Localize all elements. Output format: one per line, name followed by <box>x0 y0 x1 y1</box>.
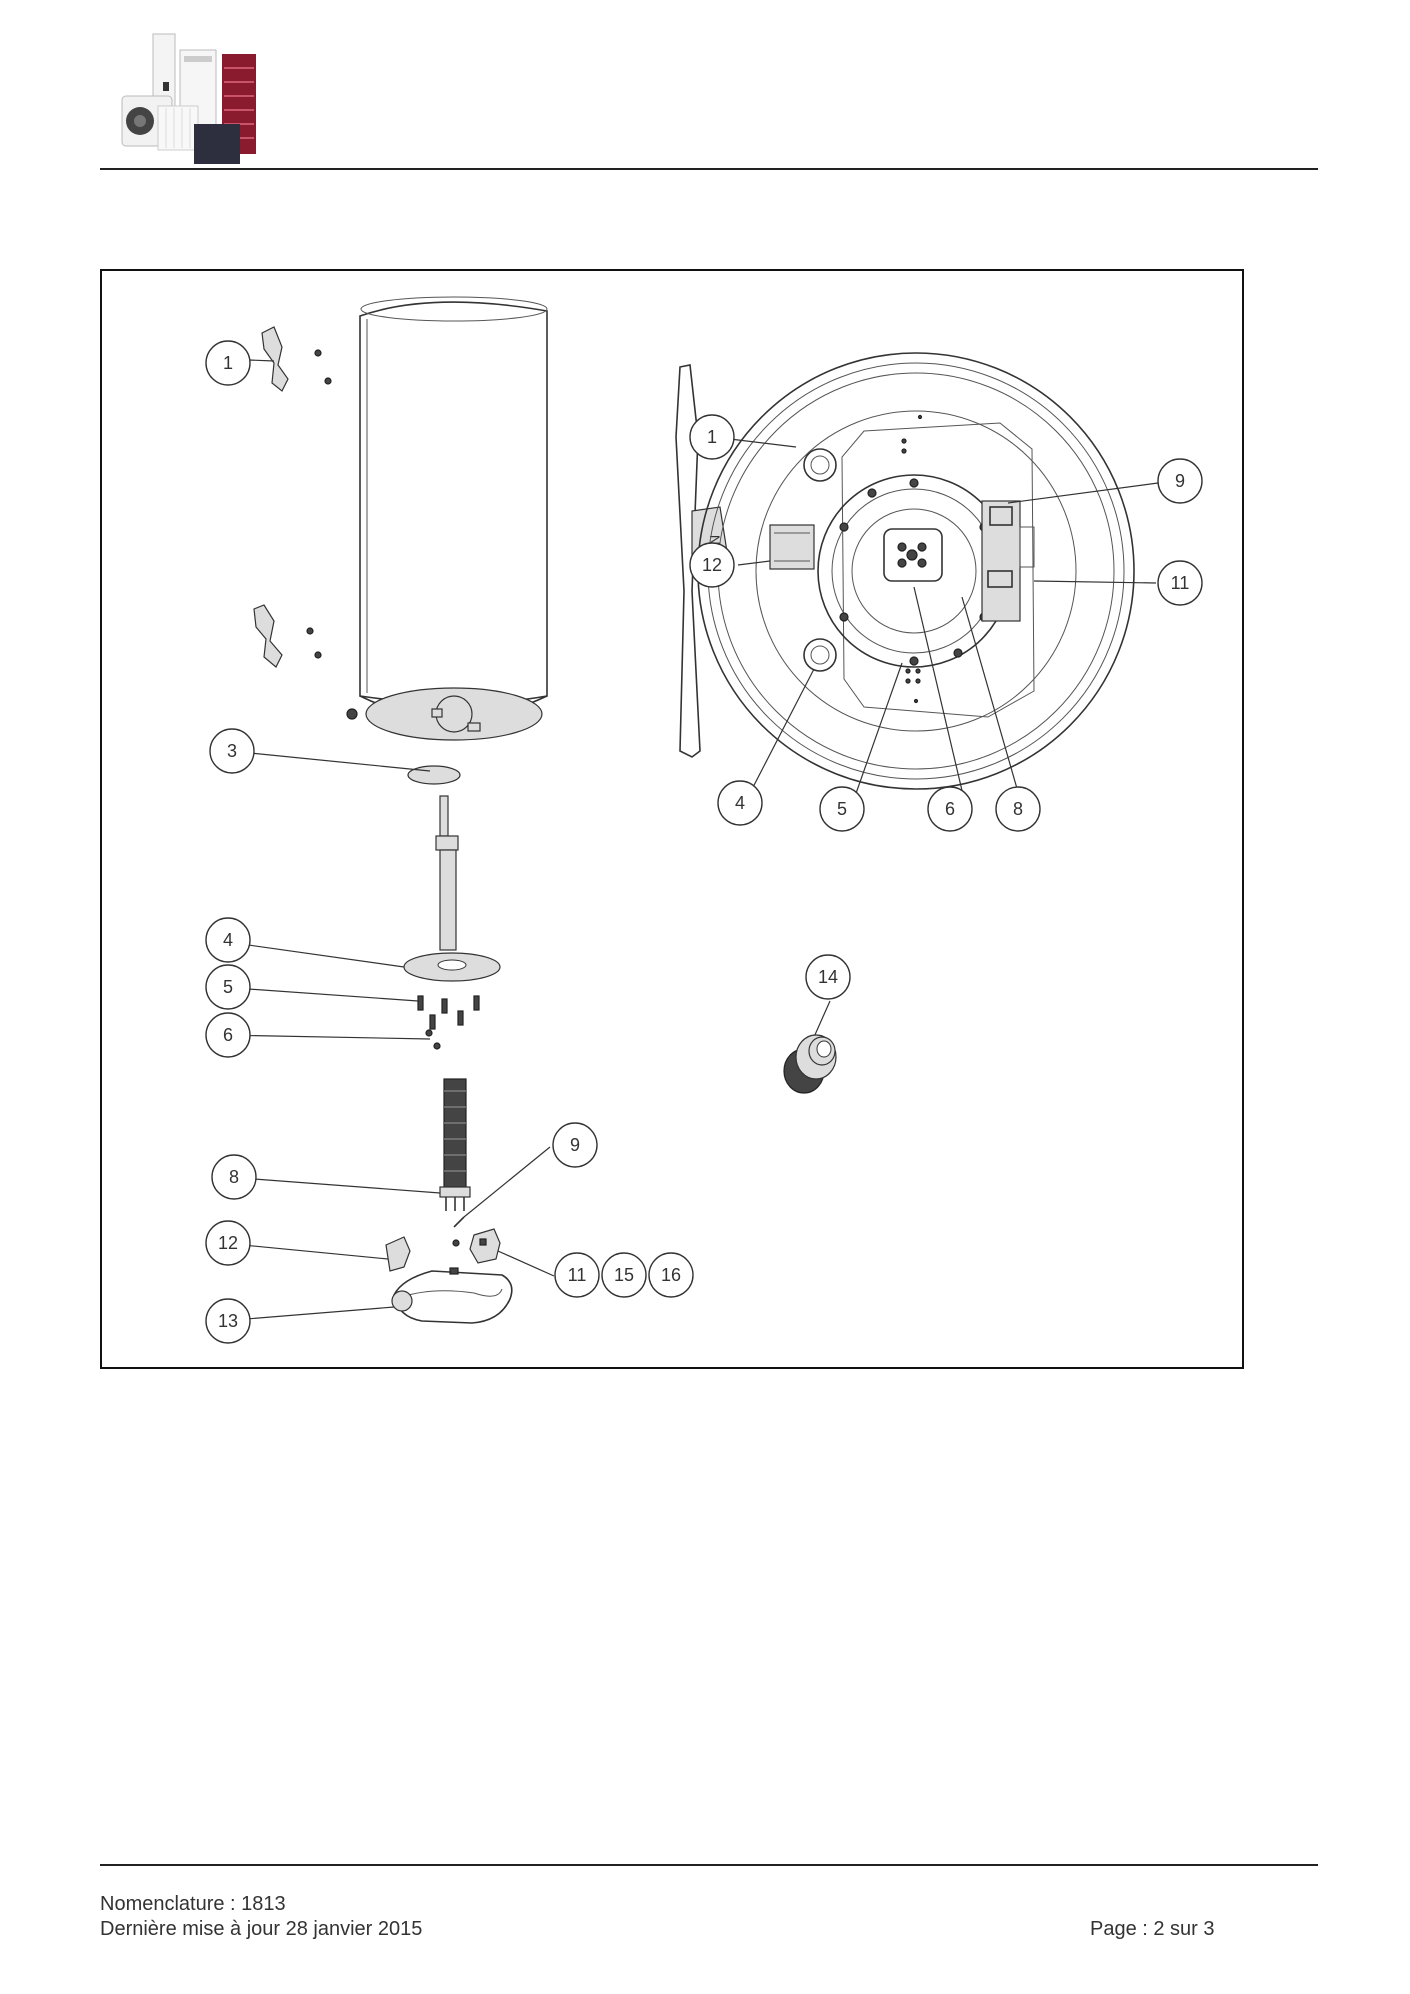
callout-label: 16 <box>661 1265 681 1285</box>
heating-element <box>439 1078 471 1211</box>
connector-block <box>385 1236 411 1272</box>
callout-label: 6 <box>945 799 955 819</box>
left-callout-c9: 9 <box>552 1122 598 1168</box>
callout-label: 8 <box>229 1167 239 1187</box>
callout-label: 11 <box>1171 573 1190 593</box>
callout-label: 8 <box>1013 799 1023 819</box>
protective-cover <box>391 1267 513 1324</box>
left-callout-c6: 6 <box>205 1012 251 1058</box>
left-callout-c8: 8 <box>211 1154 257 1200</box>
callout-label: 15 <box>614 1265 634 1285</box>
callout-label: 12 <box>702 555 722 575</box>
callout-label: 9 <box>570 1135 580 1155</box>
right-callout-r1: 1 <box>689 414 735 460</box>
fitting-nut <box>783 1034 837 1094</box>
left-callout-c13: 13 <box>205 1298 251 1344</box>
left-callout-c3: 3 <box>209 728 255 774</box>
temperature-probe <box>453 1216 465 1228</box>
callout-label: 13 <box>218 1311 238 1331</box>
callout-label: 14 <box>818 967 838 987</box>
callout-label: 12 <box>218 1233 238 1253</box>
right-callout-r14: 14 <box>805 954 851 1000</box>
header-rule <box>100 168 1318 170</box>
callout-label: 1 <box>707 427 717 447</box>
left-callout-c11: 11 <box>554 1252 600 1298</box>
bolts-and-nuts <box>417 995 480 1050</box>
tank-body <box>346 296 548 741</box>
wall-bracket-top <box>261 326 332 392</box>
left-callout-c1: 1 <box>205 340 251 386</box>
footer-rule <box>100 1864 1318 1866</box>
anode-rod <box>435 795 459 951</box>
callout-label: 1 <box>223 353 233 373</box>
right-callout-r11: 11 <box>1157 560 1203 606</box>
callout-label: 6 <box>223 1025 233 1045</box>
right-callout-r4: 4 <box>717 780 763 826</box>
wall-bracket-bottom <box>253 604 322 668</box>
last-updated-date: Dernière mise à jour 28 janvier 2015 <box>100 1918 423 1940</box>
callout-label: 9 <box>1175 471 1185 491</box>
right-callout-r12: 12 <box>689 542 735 588</box>
left-callout-c15: 15 <box>601 1252 647 1298</box>
left-callout-c12: 12 <box>205 1220 251 1266</box>
callout-label: 11 <box>568 1265 587 1285</box>
callout-label: 5 <box>837 799 847 819</box>
page-number: Page : 2 sur 3 <box>1090 1918 1215 1940</box>
right-callout-r8: 8 <box>995 786 1041 832</box>
left-callout-c4: 4 <box>205 917 251 963</box>
exploded-view-diagram: ND <box>100 269 1244 1369</box>
flange-plate <box>403 952 501 982</box>
callout-label: 4 <box>223 930 233 950</box>
right-callout-r5: 5 <box>819 786 865 832</box>
product-range-logo-icon <box>118 32 268 167</box>
left-callout-c5: 5 <box>205 964 251 1010</box>
right-callout-r6: 6 <box>927 786 973 832</box>
gasket-ring <box>407 765 461 785</box>
callout-label: 3 <box>227 741 237 761</box>
nomenclature-number: Nomenclature : 1813 <box>100 1893 286 1915</box>
callout-label: 4 <box>735 793 745 813</box>
left-callout-c16: 16 <box>648 1252 694 1298</box>
tank-bottom-view: ND <box>675 352 1135 790</box>
thermostat-unit <box>469 1228 501 1264</box>
right-callout-r9: 9 <box>1157 458 1203 504</box>
callout-label: 5 <box>223 977 233 997</box>
diagram-canvas: ND <box>205 296 1203 1344</box>
